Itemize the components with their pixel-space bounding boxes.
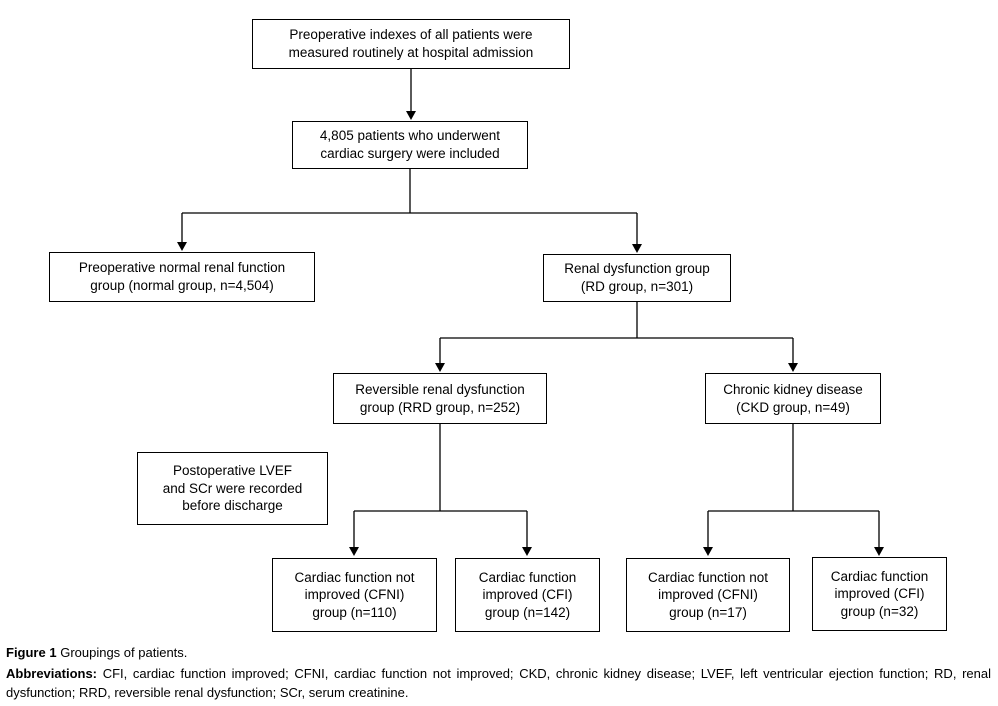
arrowhead	[522, 547, 532, 556]
node-rd-group: Renal dysfunction group (RD group, n=301…	[543, 254, 731, 302]
node-cfni-rrd-group: Cardiac function not improved (CFNI) gro…	[272, 558, 437, 632]
arrowhead	[435, 363, 445, 372]
figure-abbreviations: Abbreviations: CFI, cardiac function imp…	[6, 665, 991, 703]
arrowhead	[703, 547, 713, 556]
arrowhead	[349, 547, 359, 556]
connector-included-split	[181, 169, 638, 248]
node-cfi-rrd-group: Cardiac function improved (CFI) group (n…	[455, 558, 600, 632]
arrowhead	[788, 363, 798, 372]
connector-rd-split	[439, 302, 794, 366]
figure-label: Figure 1	[6, 645, 57, 660]
node-preoperative-indexes: Preoperative indexes of all patients wer…	[252, 19, 570, 69]
node-rrd-group: Reversible renal dysfunction group (RRD …	[333, 373, 547, 424]
arrowhead	[177, 242, 187, 251]
arrowhead	[406, 111, 416, 120]
node-ckd-group: Chronic kidney disease (CKD group, n=49)	[705, 373, 881, 424]
figure-title: Groupings of patients.	[60, 645, 188, 660]
abbreviations-text: CFI, cardiac function improved; CFNI, ca…	[6, 665, 991, 700]
figure-caption: Figure 1 Groupings of patients. Abbrevia…	[6, 644, 991, 703]
node-cfi-ckd-group: Cardiac function improved (CFI) group (n…	[812, 557, 947, 631]
arrowhead	[632, 244, 642, 253]
node-normal-group: Preoperative normal renal function group…	[49, 252, 315, 302]
node-postoperative-note: Postoperative LVEF and SCr were recorded…	[137, 452, 328, 525]
figure-caption-title: Figure 1 Groupings of patients.	[6, 644, 991, 663]
abbreviations-label: Abbreviations:	[6, 665, 98, 681]
connector-ckd-split	[707, 424, 880, 550]
connector-rrd-split	[353, 424, 528, 550]
node-cfni-ckd-group: Cardiac function not improved (CFNI) gro…	[626, 558, 790, 632]
arrowhead	[874, 547, 884, 556]
node-patients-included: 4,805 patients who underwent cardiac sur…	[292, 121, 528, 169]
